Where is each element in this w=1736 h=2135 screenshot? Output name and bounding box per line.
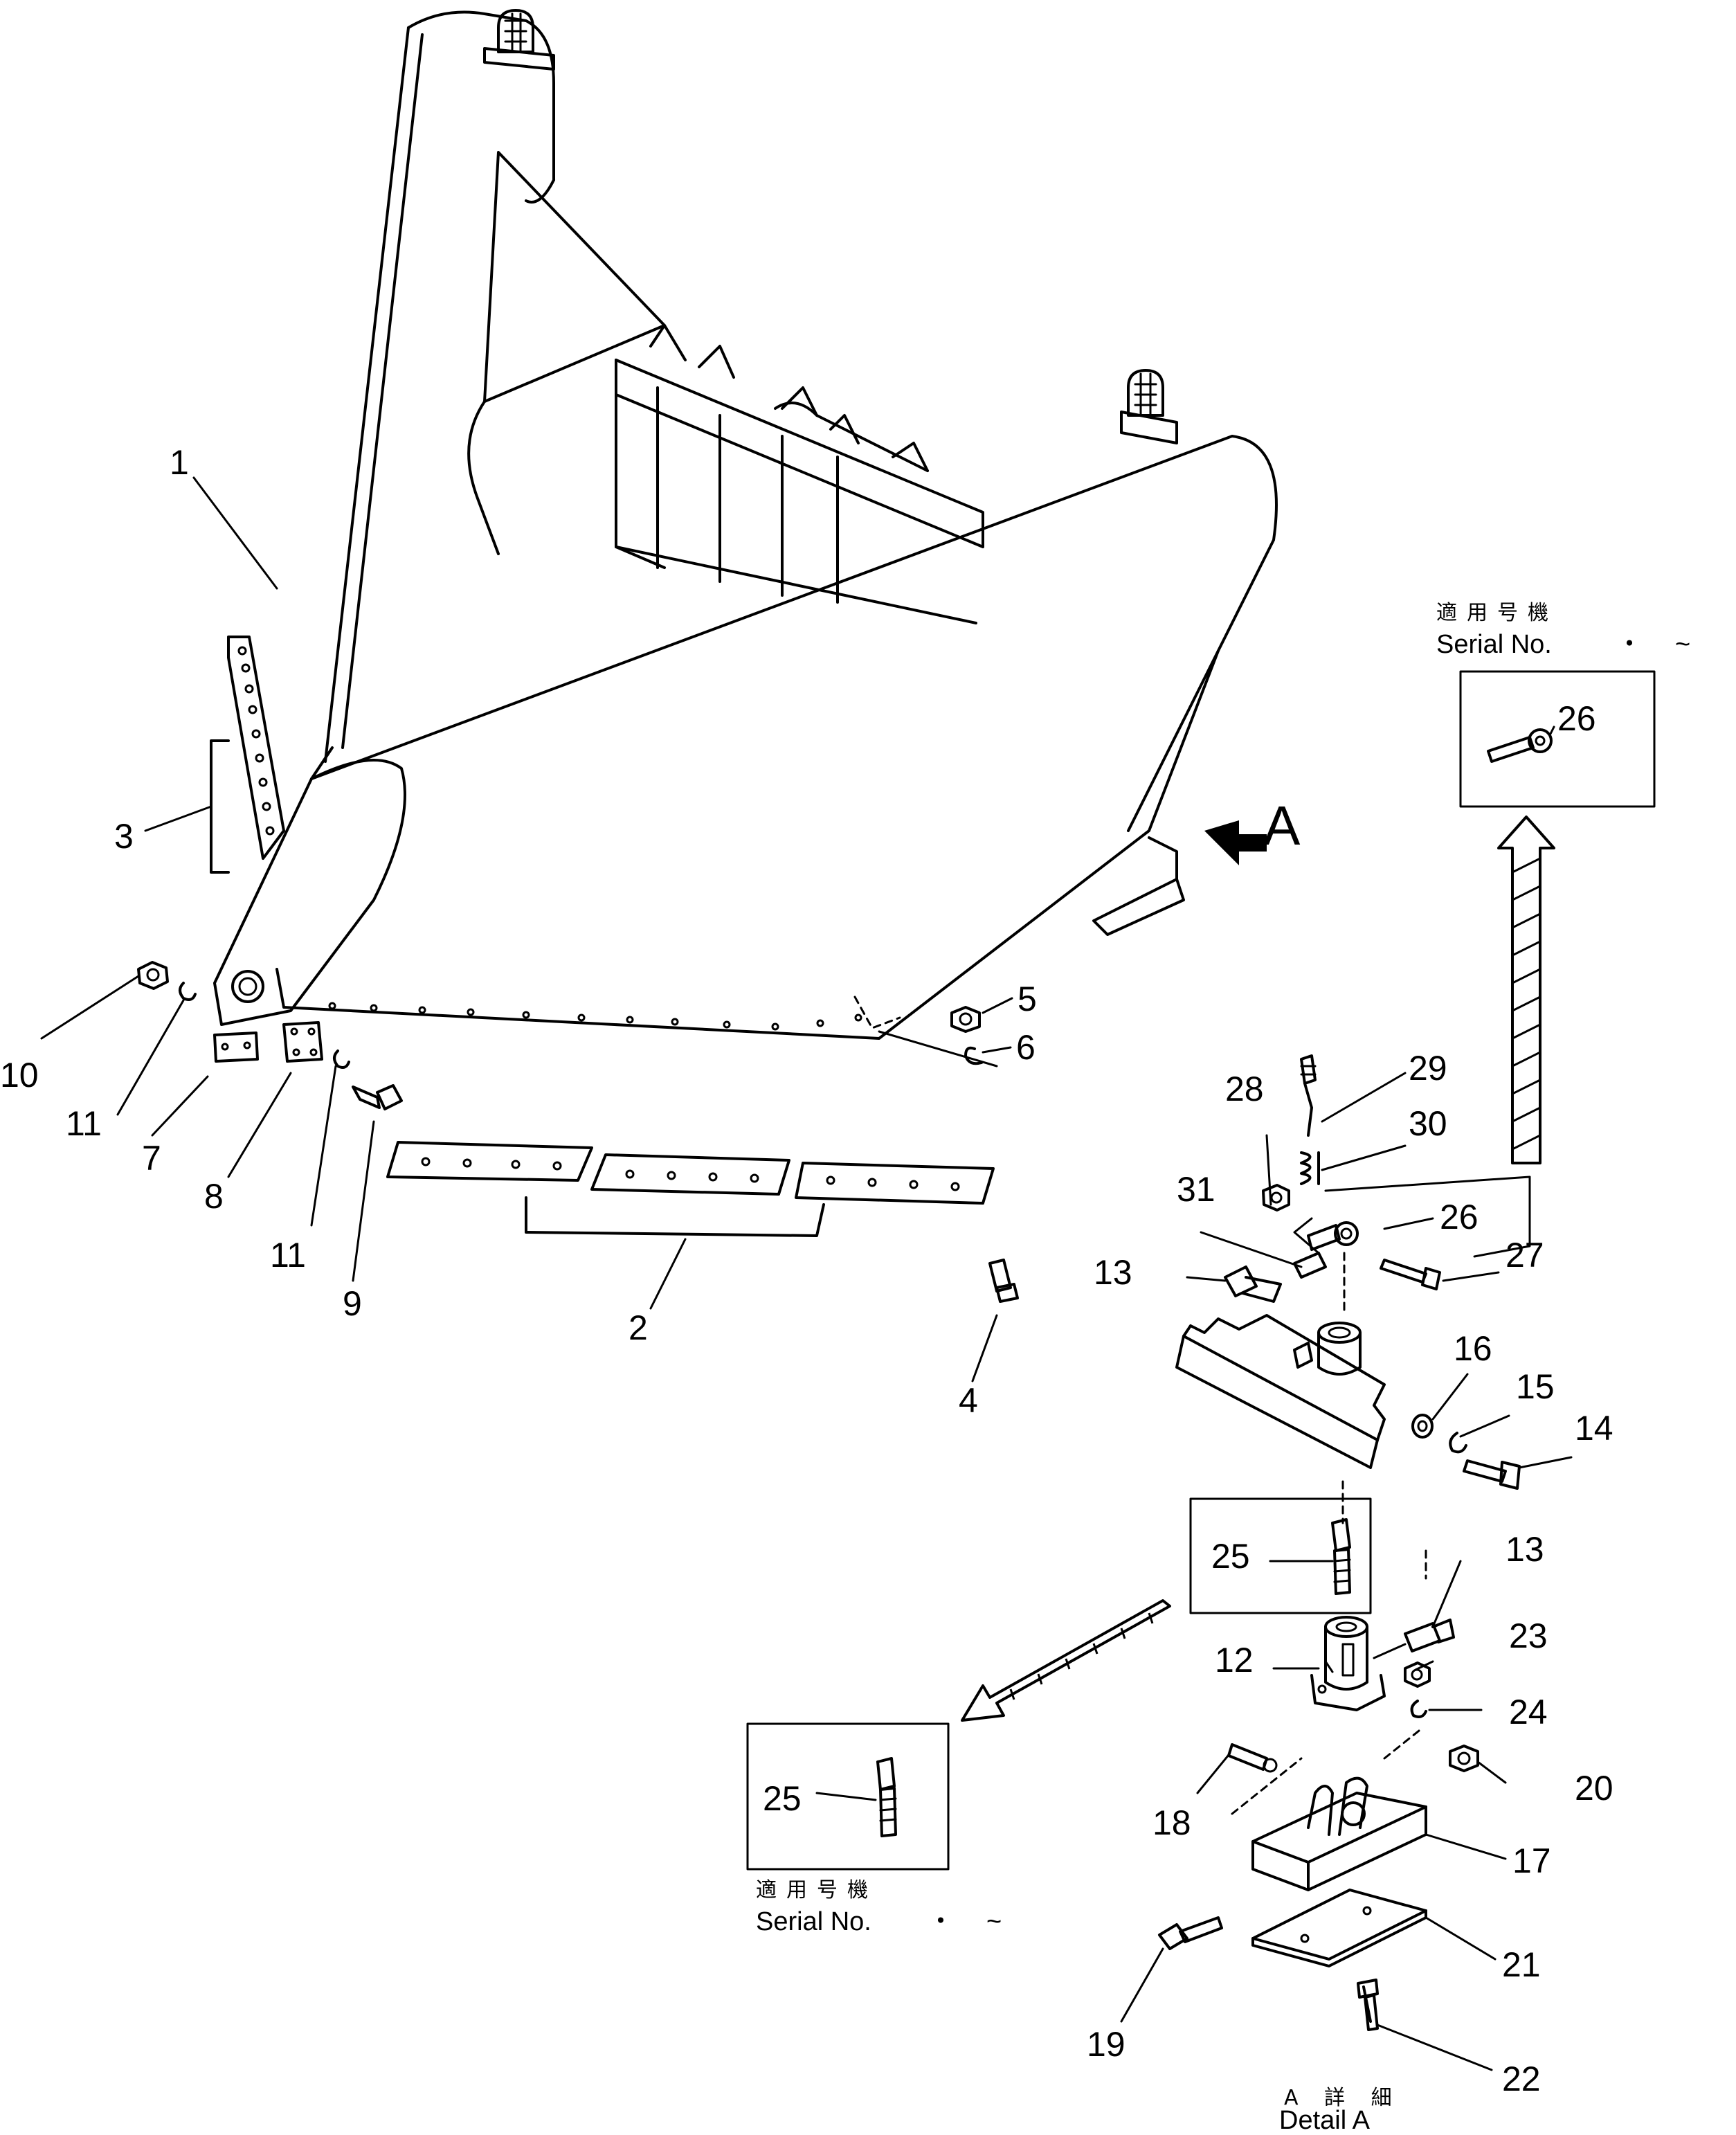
callout-11a: 11 — [66, 1104, 102, 1143]
callout-25a: 25 — [1211, 1537, 1250, 1576]
callout-18: 18 — [1152, 1803, 1191, 1842]
callout-17: 17 — [1512, 1841, 1551, 1880]
serial-top-en: Serial No. — [1436, 630, 1552, 659]
callout-26a: 26 — [1440, 1198, 1479, 1236]
callout-5: 5 — [1018, 980, 1037, 1018]
left-small-parts — [137, 961, 403, 1110]
serial-bottom-en: Serial No. — [756, 1907, 871, 1936]
callout-24: 24 — [1509, 1693, 1548, 1731]
part-3-bracket — [210, 739, 230, 874]
callout-14: 14 — [1575, 1409, 1613, 1448]
callout-19: 19 — [1087, 2025, 1125, 2064]
callout-22: 22 — [1502, 2060, 1541, 2098]
callout-16: 16 — [1454, 1329, 1492, 1368]
serial-bottom-range: ~ — [986, 1907, 1002, 1936]
serial-top-jp: 適用号機 — [1436, 601, 1558, 625]
callout-numbers: 1 2 3 4 5 6 7 8 9 10 11 11 12 13 13 14 1… — [0, 443, 1613, 2098]
serial-bottom-dot: ・ — [928, 1907, 954, 1936]
parts-5-6 — [878, 1006, 998, 1068]
callout-3: 3 — [114, 817, 134, 856]
blade-body — [213, 9, 1278, 1040]
cutting-edges — [386, 1141, 1019, 1303]
callout-27: 27 — [1506, 1236, 1544, 1274]
view-a-label: A — [1263, 795, 1301, 856]
callout-31: 31 — [1177, 1170, 1215, 1209]
callout-8: 8 — [204, 1177, 224, 1216]
view-a-arrow — [1204, 820, 1267, 865]
callout-12: 12 — [1215, 1641, 1254, 1679]
callout-28: 28 — [1225, 1070, 1264, 1108]
detail-a-en: Detail A — [1279, 2106, 1371, 2135]
callout-23: 23 — [1509, 1616, 1548, 1655]
cutting-edge-bolt-holes — [328, 1002, 862, 1031]
serial-box-bottom — [746, 1722, 950, 1871]
callout-11b: 11 — [270, 1236, 306, 1274]
callout-13b: 13 — [1506, 1530, 1544, 1569]
callout-25b: 25 — [763, 1779, 802, 1818]
callout-13a: 13 — [1094, 1253, 1132, 1292]
callout-10: 10 — [0, 1056, 39, 1094]
callout-26b: 26 — [1557, 699, 1596, 738]
detail-a-assembly — [1158, 1054, 1531, 2031]
callout-6: 6 — [1016, 1028, 1036, 1067]
hatched-arrow-up — [1497, 816, 1555, 1164]
callout-30: 30 — [1409, 1104, 1447, 1143]
callout-1: 1 — [170, 443, 189, 482]
callout-21: 21 — [1502, 1945, 1541, 1984]
serial-captions: 適用号機 Serial No. ・ ~ 適用号機 Serial No. ・ ~ … — [756, 601, 1690, 2135]
callout-29: 29 — [1409, 1049, 1447, 1088]
callout-9: 9 — [343, 1284, 362, 1323]
callout-7: 7 — [142, 1139, 161, 1178]
callout-15: 15 — [1516, 1367, 1555, 1406]
callout-4: 4 — [959, 1381, 978, 1420]
detail-a-jp: A 詳 細 — [1284, 2086, 1402, 2110]
hatched-arrow-down-left — [961, 1599, 1171, 1722]
serial-bottom-jp: 適用号機 — [756, 1878, 878, 1902]
leader-lines — [40, 476, 1573, 2071]
serial-box-top — [1459, 670, 1656, 808]
serial-top-range: ~ — [1675, 630, 1690, 659]
side-plate-holes — [237, 646, 275, 836]
callout-2: 2 — [629, 1308, 648, 1347]
callout-20: 20 — [1575, 1769, 1613, 1808]
serial-top-dot: ・ — [1616, 630, 1643, 659]
